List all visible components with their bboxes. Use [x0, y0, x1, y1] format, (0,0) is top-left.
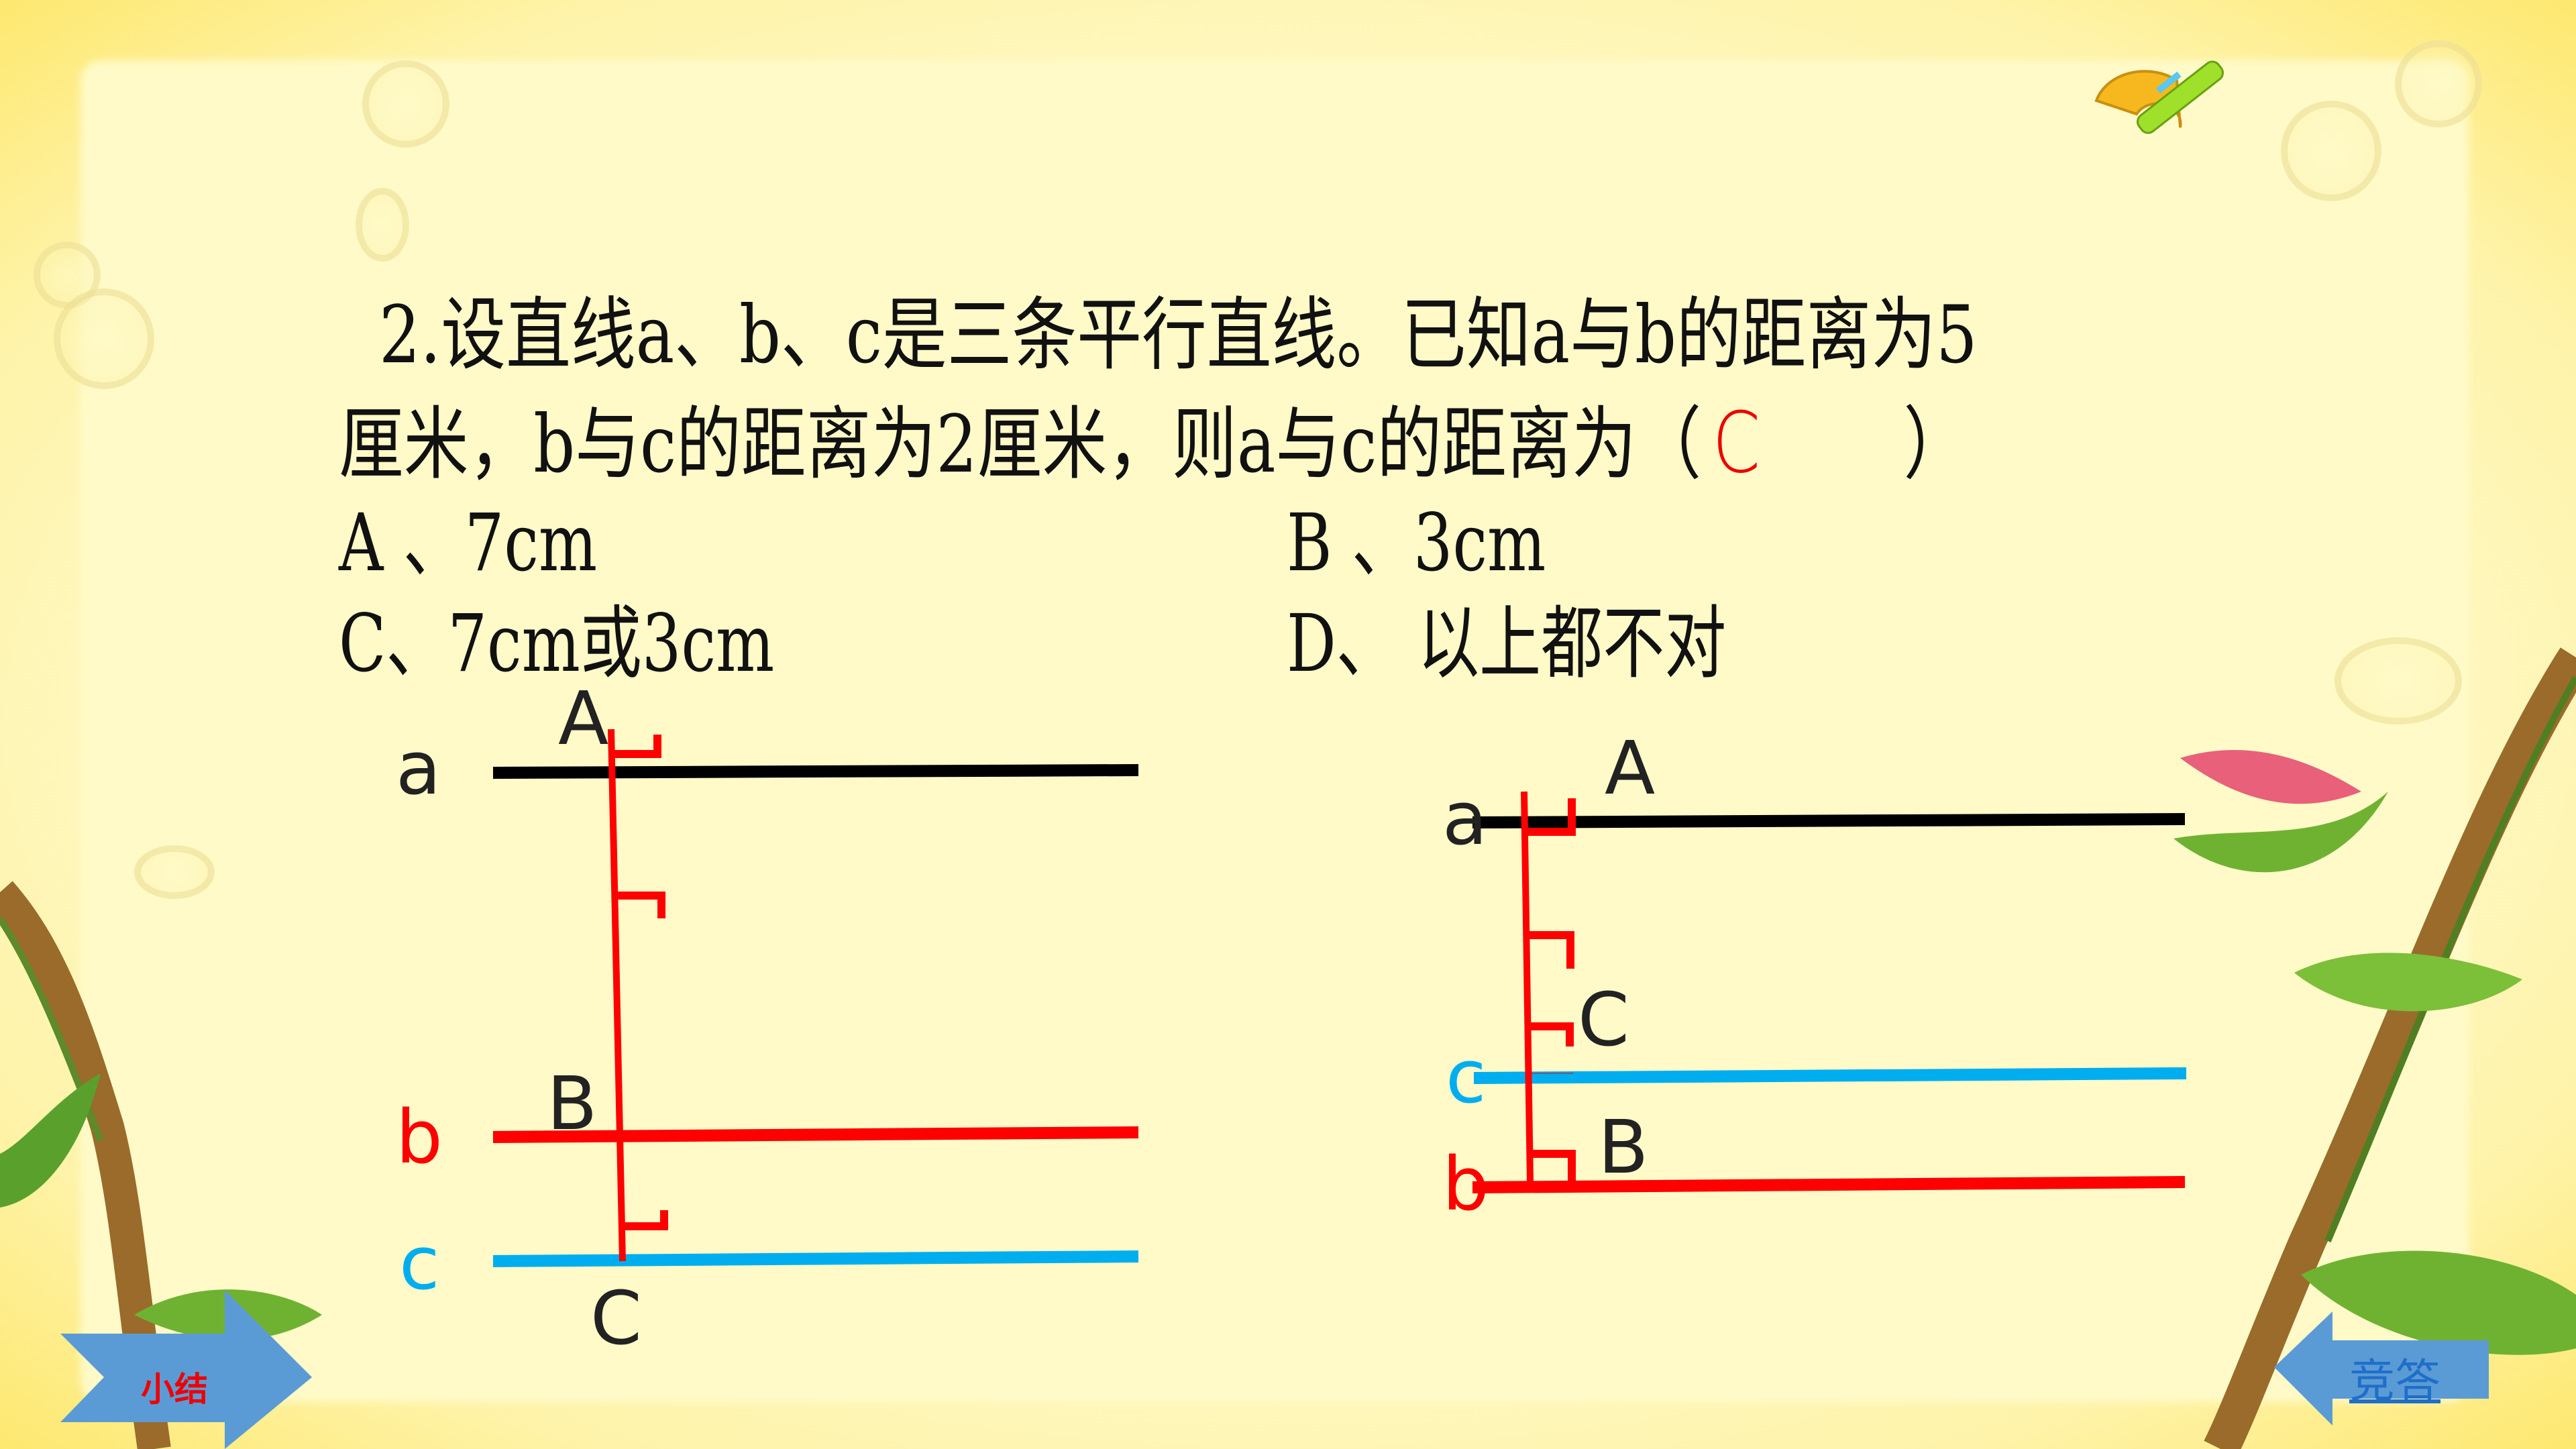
- right-label-line-b: b: [1442, 1141, 1489, 1227]
- bubble-decoration: [2395, 40, 2482, 127]
- option-a: A 、7cm: [339, 496, 598, 589]
- quiz-prev-label: 竞答: [2349, 1355, 2441, 1408]
- left-label-point-b: B: [547, 1061, 598, 1146]
- option-b: B 、3cm: [1287, 496, 1546, 589]
- question-text-2: 厘米，b与c的距离为2厘米，则a与c的距离为（: [339, 398, 1702, 490]
- question-text-1: 2.设直线a、b、c是三条平行直线。已知a与b的距离为5: [379, 288, 1978, 381]
- right-label-line-a: a: [1442, 775, 1488, 861]
- bubble-decoration: [54, 288, 154, 389]
- bubble-decoration: [2281, 101, 2381, 201]
- right-label-point-c: C: [1578, 977, 1629, 1063]
- answer-text: C: [1712, 394, 1761, 492]
- summary-next-label: 小结: [141, 1370, 208, 1409]
- right-label-point-b: B: [1598, 1104, 1649, 1190]
- question-line-2: 厘米，b与c的距离为2厘米，则a与c的距离为（C）: [339, 401, 1968, 485]
- left-label-line-b: b: [396, 1094, 443, 1180]
- question-line-1: 2.设直线a、b、c是三条平行直线。已知a与b的距离为5: [379, 295, 1978, 374]
- bubble-decoration: [356, 188, 409, 262]
- question-close-paren: ）: [1903, 398, 1969, 490]
- option-d: D、 以上都不对: [1287, 597, 1727, 690]
- right-label-point-a: A: [1605, 725, 1656, 811]
- bubble-decoration: [134, 845, 215, 899]
- left-label-point-a: A: [558, 676, 609, 761]
- left-label-point-c: C: [590, 1275, 642, 1361]
- bubble-decoration: [2334, 637, 2462, 724]
- summary-next-button[interactable]: 小结: [60, 1290, 315, 1449]
- bubble-decoration: [362, 60, 449, 148]
- right-label-line-c: c: [1446, 1034, 1487, 1120]
- arrow-right-icon: [60, 1290, 312, 1449]
- arrow-left-icon: [2274, 1311, 2489, 1426]
- left-label-line-c: c: [399, 1220, 440, 1306]
- quiz-prev-button[interactable]: 竞答: [2274, 1311, 2496, 1426]
- option-c: C、7cm或3cm: [339, 597, 775, 690]
- left-label-line-a: a: [396, 725, 441, 811]
